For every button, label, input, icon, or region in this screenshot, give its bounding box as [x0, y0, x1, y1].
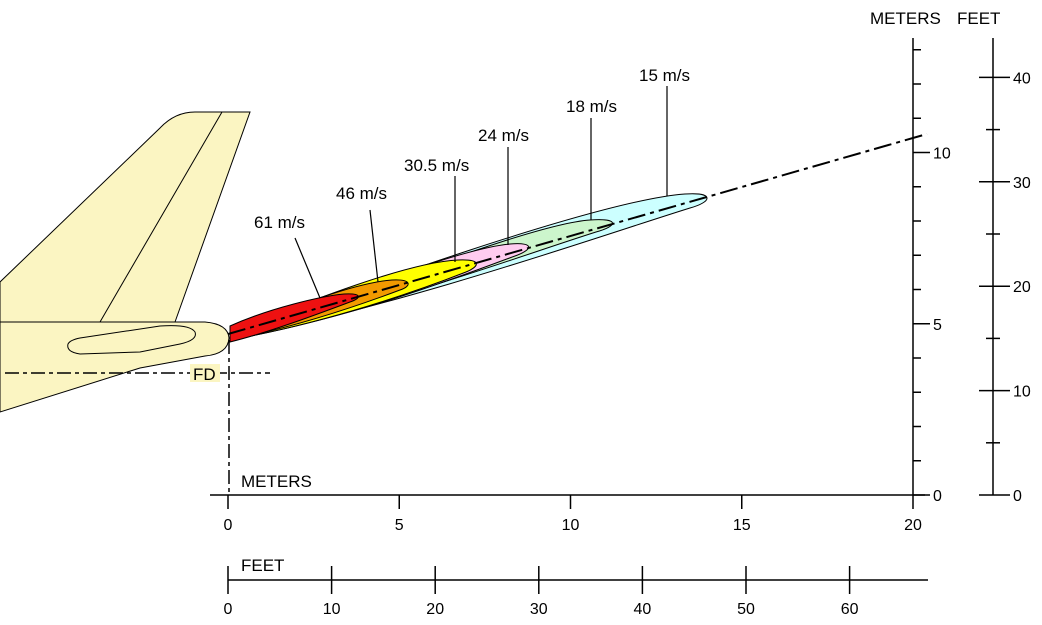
- y-meters-tick-label: 10: [933, 146, 951, 163]
- y-feet-tick-label: 10: [1013, 384, 1031, 401]
- exhaust-outline: [67, 325, 196, 355]
- x-meters-tick-label: 10: [562, 517, 580, 534]
- x-feet-tick-label: 60: [841, 601, 859, 618]
- y-axis-feet-label: FEET: [957, 9, 1000, 28]
- label-30: 30.5 m/s: [404, 156, 469, 175]
- leader-61: [294, 237, 321, 299]
- x-meters-tick-label: 20: [904, 517, 922, 534]
- label-46: 46 m/s: [336, 184, 387, 203]
- contour-61: [229, 293, 359, 343]
- y-meters-tick-label: 0: [933, 488, 942, 505]
- vertical-fin: [0, 111, 251, 323]
- y-feet-tick-label: 30: [1013, 175, 1031, 192]
- label-24: 24 m/s: [478, 126, 529, 145]
- label-18: 18 m/s: [566, 97, 617, 116]
- x-feet-tick-label: 50: [737, 601, 755, 618]
- x-meters-tick-label: 0: [224, 517, 233, 534]
- blast-centerline: [227, 133, 928, 335]
- y-axis-meters: 0 5 10 METERS: [870, 9, 951, 505]
- x-feet-tick-label: 30: [530, 601, 548, 618]
- y-meters-tick-label: 5: [933, 317, 942, 334]
- leader-46: [369, 209, 379, 283]
- x-feet-tick-label: 40: [634, 601, 652, 618]
- y-feet-tick-label: 40: [1013, 70, 1031, 87]
- fd-reference: FD: [5, 340, 270, 494]
- x-axis-feet: 0 10 20 30 40 50 60 FEET: [224, 556, 928, 618]
- x-feet-tick-label: 10: [323, 601, 341, 618]
- fd-label: FD: [193, 365, 216, 384]
- y-axis-feet: 0 10 20 30 40 FEET: [957, 9, 1031, 505]
- x-meters-tick-label: 15: [733, 517, 751, 534]
- label-61: 61 m/s: [254, 213, 305, 232]
- x-meters-tick-label: 5: [395, 517, 404, 534]
- x-feet-tick-label: 0: [224, 601, 233, 618]
- contour-labels: 61 m/s 46 m/s 30.5 m/s 24 m/s 18 m/s 15 …: [254, 66, 690, 299]
- aircraft-tail: [0, 111, 251, 413]
- fin-spar-line: [99, 111, 223, 323]
- x-feet-tick-label: 20: [426, 601, 444, 618]
- x-axis-meters: 0 5 10 15 20 METERS: [210, 472, 925, 534]
- tail-cone: [0, 321, 230, 413]
- label-15: 15 m/s: [639, 66, 690, 85]
- y-axis-meters-label: METERS: [870, 9, 941, 28]
- y-feet-tick-label: 0: [1013, 488, 1022, 505]
- y-feet-tick-label: 20: [1013, 279, 1031, 296]
- x-axis-meters-label: METERS: [241, 472, 312, 491]
- x-axis-feet-label: FEET: [241, 556, 284, 575]
